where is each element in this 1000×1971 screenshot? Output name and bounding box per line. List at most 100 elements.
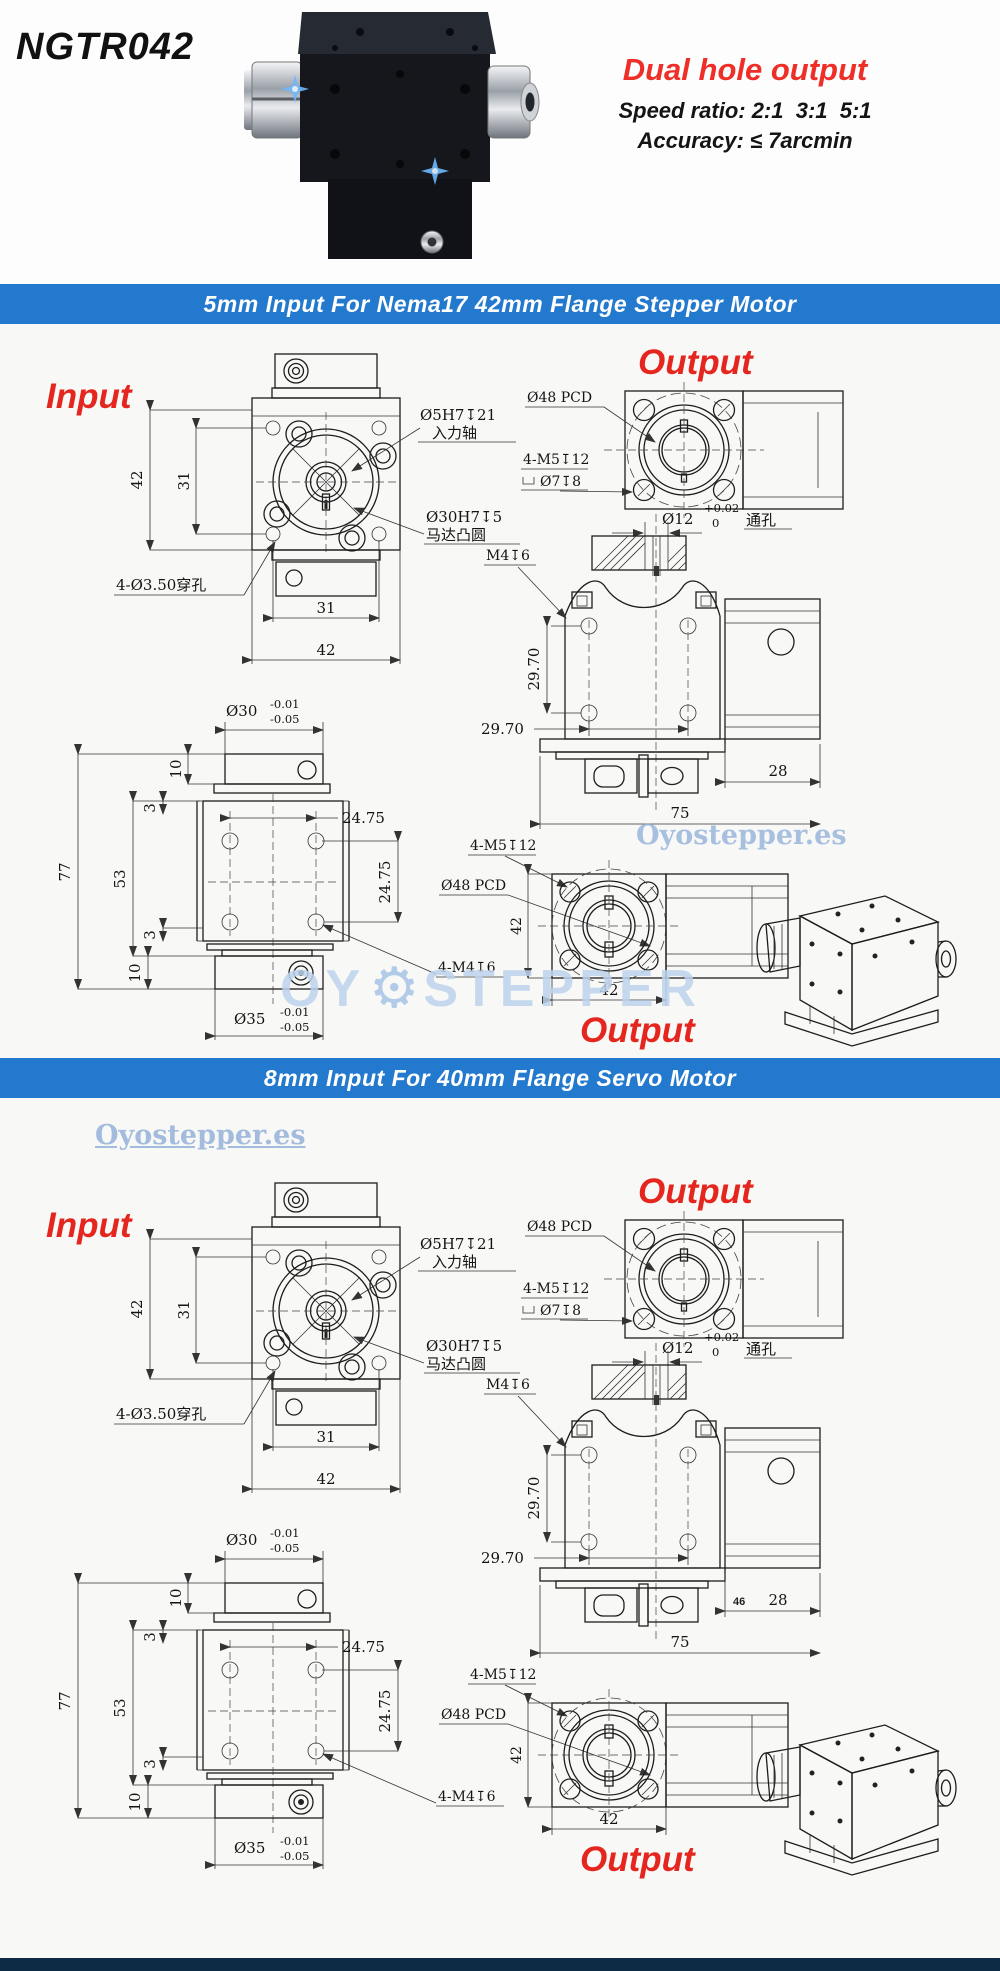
- callout-input-shaft-cn: 入力轴: [432, 1253, 477, 1271]
- label-tap-4m4: 4-M4↧6: [438, 1789, 496, 1805]
- label-d35-tol-dn: -0.05: [280, 1020, 310, 1034]
- callout-input-shaft: Ø5H7↧21: [420, 406, 496, 424]
- input-label: Input: [46, 1206, 133, 1245]
- dim-2970-vertical: 29.70: [525, 1477, 543, 1520]
- dim-10-upper: 10: [167, 759, 185, 778]
- output-bottom-view: 4-M5↧12 Ø48 PCD 42 42 Output: [439, 838, 789, 1050]
- hero-claims: Dual hole output Speed ratio: 2:1 3:1 5:…: [505, 52, 985, 155]
- input-label: Input: [46, 377, 133, 416]
- label-pcd-bottom: Ø48 PCD: [441, 1707, 506, 1723]
- callout-through-holes: 4-Ø3.50穿孔: [116, 576, 206, 594]
- callout-motor-boss: Ø30H7↧5: [426, 1337, 502, 1355]
- dim-10-upper: 10: [167, 1588, 185, 1607]
- iso-3d-view: [756, 895, 957, 1047]
- bottom-left-view: Ø30 -0.01 -0.05 4-M4↧6 77 53 3 10 3 10: [56, 697, 504, 1040]
- dim-42-left: 42: [128, 470, 146, 489]
- dim-2970-vertical: 29.70: [525, 648, 543, 691]
- gearbox-photo: [244, 12, 540, 259]
- dim-2970-horizontal: 29.70: [481, 720, 524, 738]
- tagline: Dual hole output: [622, 52, 868, 87]
- cad-drawing: Input 42 31 Ø5H7↧21 入力轴 Ø30H7↧5 马达凸圆: [46, 343, 957, 1050]
- label-pcd-top: Ø48 PCD: [527, 1219, 592, 1235]
- dim-31-bottom: 31: [316, 1428, 335, 1446]
- label-bore12-through: 通孔: [746, 1340, 776, 1358]
- dim-10-lower: 10: [126, 1792, 144, 1811]
- dim-2475-vertical: 24.75: [376, 1690, 394, 1733]
- dim-42-bottom: 42: [316, 641, 335, 659]
- label-d35-tol-up: -0.01: [280, 1834, 310, 1848]
- dim-2970-horizontal: 29.70: [481, 1549, 524, 1567]
- drawing-section-servo: Oyostepper.es Input 42 31 Ø5H7: [0, 1098, 1000, 1958]
- callout-motor-boss: Ø30H7↧5: [426, 508, 502, 526]
- output-top-view: Output Ø48 PCD 4-M5↧12 Ø7↧8: [521, 343, 844, 518]
- label-cbore: Ø7↧8: [540, 474, 581, 490]
- label-d30-tol-dn: -0.05: [270, 712, 300, 726]
- product-photo: [244, 12, 540, 259]
- dim-31-left: 31: [175, 1300, 193, 1319]
- iso-3d-view: [756, 1724, 957, 1876]
- dim-42-flange-left: 42: [509, 1746, 525, 1764]
- label-tap-m4: M4↧6: [486, 548, 530, 564]
- dim-3-upper: 3: [141, 1632, 159, 1642]
- label-d35: Ø35: [234, 1839, 265, 1857]
- label-d35-tol-up: -0.01: [280, 1005, 310, 1019]
- dim-3-lower: 3: [141, 930, 159, 940]
- footer-strip: [0, 1958, 1000, 1971]
- label-tap-m5-top: 4-M5↧12: [523, 1281, 589, 1297]
- banner-servo-motor: 8mm Input For 40mm Flange Servo Motor: [0, 1058, 1000, 1098]
- cad-drawing: Input 42 31 Ø5H7↧21 入力轴 Ø30H7↧5 马达凸圆: [46, 1172, 957, 1879]
- dim-3-lower: 3: [141, 1759, 159, 1769]
- model-name: NGTR042: [16, 26, 195, 68]
- label-d30-tol-up: -0.01: [270, 697, 300, 711]
- label-bore12-tol-up: +0.02: [704, 1330, 739, 1344]
- dim-2475-horizontal: 24.75: [342, 1638, 385, 1656]
- label-tap-m5-top: 4-M5↧12: [523, 452, 589, 468]
- dim-31-bottom: 31: [316, 599, 335, 617]
- dim-2475-vertical: 24.75: [376, 861, 394, 904]
- front-input-view: Input 42 31 Ø5H7↧21 入力轴 Ø30H7↧5 马达凸圆: [46, 1182, 520, 1493]
- dim-42-flange-bottom: 42: [599, 1810, 618, 1828]
- callout-input-shaft: Ø5H7↧21: [420, 1235, 496, 1253]
- dim-28: 28: [768, 1591, 787, 1609]
- header: NGTR042: [0, 0, 1000, 284]
- label-d30: Ø30: [226, 1531, 257, 1549]
- dim-77: 77: [56, 1691, 74, 1710]
- label-tap-m5-bottom: 4-M5↧12: [470, 838, 536, 854]
- label-d30-tol-dn: -0.05: [270, 1541, 300, 1555]
- sparkle-icon: [281, 75, 449, 185]
- output-bottom-view: 4-M5↧12 Ø48 PCD 42 42 Output: [439, 1667, 789, 1879]
- label-bore12: Ø12: [662, 1339, 693, 1357]
- label-pcd-top: Ø48 PCD: [527, 390, 592, 406]
- drawing-section-stepper: Input 42 31 Ø5H7↧21 入力轴 Ø30H7↧5 马达凸圆: [0, 324, 1000, 1058]
- spec-accuracy: Accuracy: ≤ 7arcmin: [637, 127, 853, 153]
- dim-28: 28: [768, 762, 787, 780]
- counterbore-icon: [522, 1306, 535, 1314]
- dim-42-flange-left: 42: [509, 917, 525, 935]
- dim-53: 53: [111, 1698, 129, 1717]
- watermark-site-top: Oyostepper.es: [95, 1120, 306, 1151]
- dim-53: 53: [111, 869, 129, 888]
- label-bore12: Ø12: [662, 510, 693, 528]
- label-bore12-tol-dn: 0: [712, 1345, 719, 1359]
- output-top-view: Output Ø48 PCD 4-M5↧12 Ø7↧8: [521, 1172, 844, 1347]
- callout-through-holes: 4-Ø3.50穿孔: [116, 1405, 206, 1423]
- label-pcd-bottom: Ø48 PCD: [441, 878, 506, 894]
- cad-host-servo: Input 42 31 Ø5H7↧21 入力轴 Ø30H7↧5 马达凸圆: [0, 1153, 1000, 1918]
- label-tap-m5-bottom: 4-M5↧12: [470, 1667, 536, 1683]
- spec-speed-ratio: Speed ratio: 2:1 3:1 5:1: [618, 98, 872, 123]
- label-d30: Ø30: [226, 702, 257, 720]
- label-bore12-tol-dn: 0: [712, 516, 719, 530]
- dim-3-upper: 3: [141, 803, 159, 813]
- side-section-view: Ø12 +0.02 0 通孔 M4↧6 29.70 29.70: [481, 1330, 821, 1658]
- label-tap-4m4: 4-M4↧6: [438, 960, 496, 976]
- counterbore-icon: [522, 477, 535, 485]
- callout-motor-boss-cn: 马达凸圆: [426, 1355, 486, 1373]
- dim-75: 75: [670, 804, 689, 822]
- callout-motor-boss-cn: 马达凸圆: [426, 526, 486, 544]
- side-section-view: Ø12 +0.02 0 通孔 M4↧6 29.70 29.70: [481, 501, 821, 829]
- dim-42-flange-bottom: 42: [599, 981, 618, 999]
- output-label-top: Output: [638, 343, 754, 382]
- label-tap-m4: M4↧6: [486, 1377, 530, 1393]
- label-cbore: Ø7↧8: [540, 1303, 581, 1319]
